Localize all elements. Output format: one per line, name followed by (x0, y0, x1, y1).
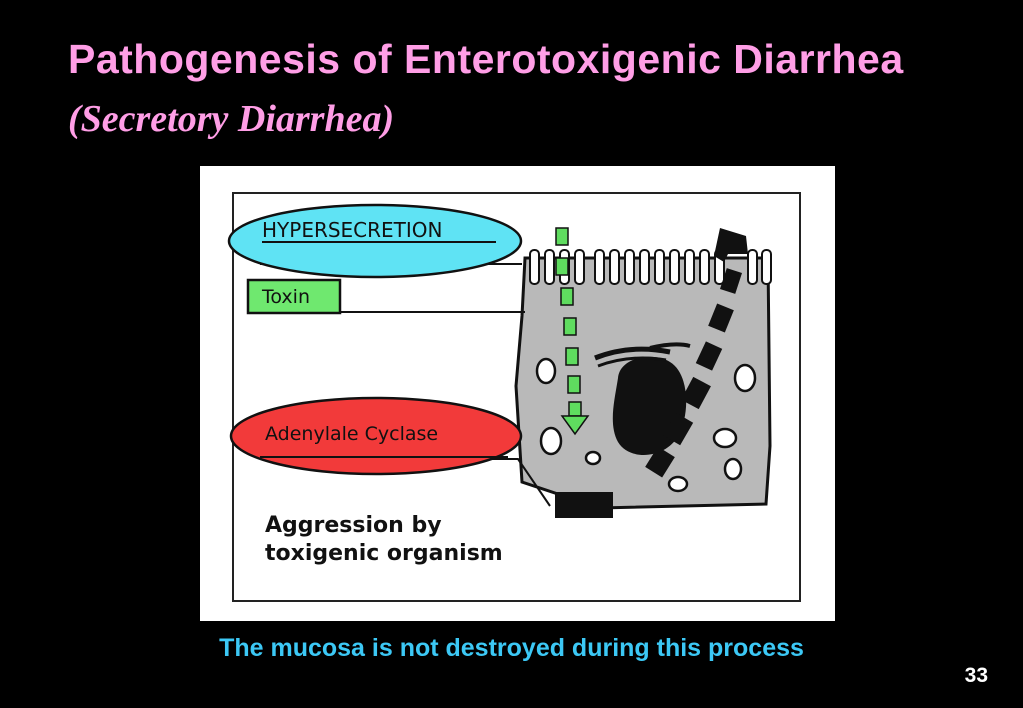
pathogenesis-diagram: HYPERSECRETION Toxin Adenylale Cyclase A… (200, 166, 835, 621)
diagram-frame (232, 192, 801, 602)
organelles (535, 342, 757, 493)
toxin-callout: Toxin (246, 278, 342, 315)
adenylate-cyclase-callout: Adenylale Cyclase (229, 396, 523, 476)
hypersecretion-label: HYPERSECRETION (262, 218, 443, 242)
title-main: Pathogenesis of Enterotoxigenic Diarrhea (68, 36, 904, 82)
aggression-label-line1: Aggression by (265, 513, 442, 538)
aggression-label-line2: toxigenic organism (265, 541, 503, 566)
slide-caption: The mucosa is not destroyed during this … (219, 634, 804, 662)
page-number: 33 (964, 664, 988, 687)
title-subtitle: (Secretory Diarrhea) (68, 98, 395, 140)
diagram-svg: HYPERSECRETION Toxin Adenylale Cyclase A… (227, 192, 801, 602)
toxin-entry-arrow (555, 227, 590, 436)
slide-title: Pathogenesis of Enterotoxigenic Diarrhea… (68, 30, 988, 148)
secretion-arrow (645, 228, 748, 478)
toxin-label: Toxin (261, 286, 310, 308)
hypersecretion-callout: HYPERSECRETION (227, 203, 523, 279)
basal-receptor (555, 492, 613, 518)
adenylate-cyclase-label: Adenylale Cyclase (265, 423, 438, 445)
